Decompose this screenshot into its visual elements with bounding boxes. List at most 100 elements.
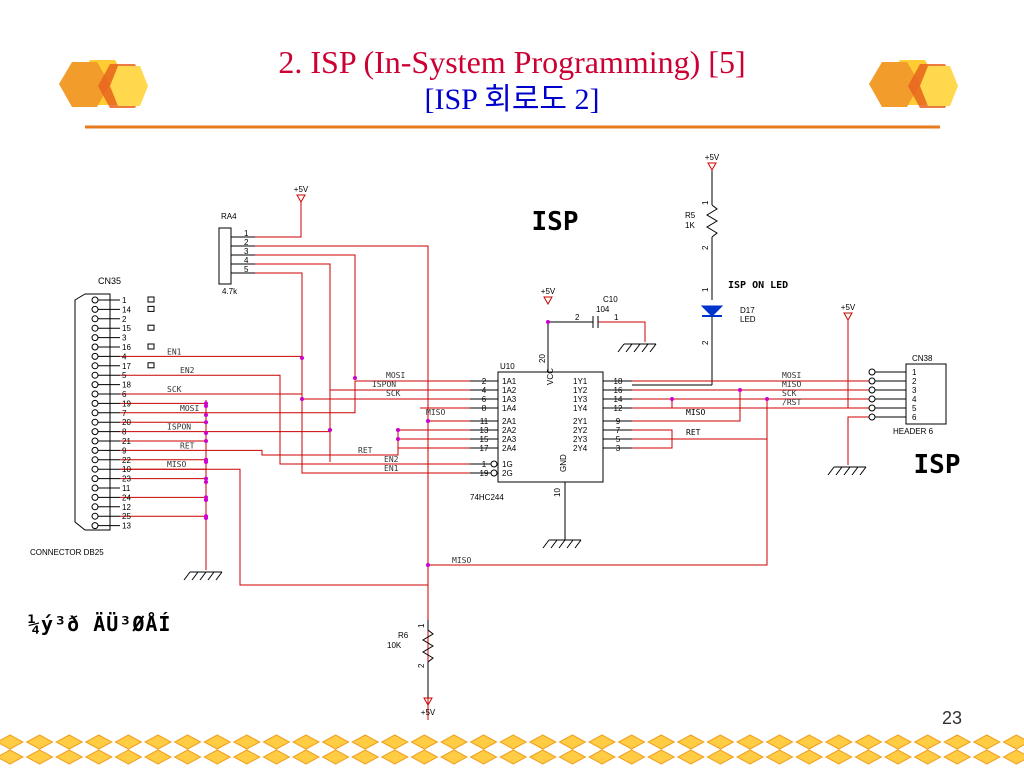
ra4-net4 bbox=[255, 272, 303, 468]
diamond-icon bbox=[0, 749, 25, 765]
diamond-icon bbox=[262, 749, 291, 765]
vcc-label: +5V bbox=[705, 153, 720, 162]
ground-hatch bbox=[843, 466, 851, 476]
diamond-icon bbox=[143, 749, 173, 765]
u10-right-pin-number: 18 bbox=[614, 377, 623, 386]
ra4-pin-number: 3 bbox=[244, 247, 249, 256]
route-en2 bbox=[206, 374, 470, 465]
hex-cube-left-icon bbox=[59, 60, 148, 108]
diamond-icon bbox=[291, 734, 321, 750]
u10-right-pin-name: 2Y3 bbox=[573, 435, 588, 444]
ground-hatch bbox=[574, 539, 582, 549]
db25-pin bbox=[91, 418, 99, 426]
u10-vcc-pin: 20 bbox=[538, 354, 547, 363]
db25-pin-number: 9 bbox=[122, 446, 127, 455]
diamond-icon bbox=[439, 734, 469, 750]
ground-hatch bbox=[558, 539, 566, 549]
u10-left-pin-number: 13 bbox=[480, 426, 489, 435]
junction-dot bbox=[396, 428, 400, 432]
diamond-icon bbox=[854, 749, 883, 765]
u10-left-pin-number: 2 bbox=[482, 377, 487, 386]
diamond-icon bbox=[795, 734, 824, 750]
db25-pin-number: 1 bbox=[122, 296, 127, 305]
u10-body bbox=[497, 371, 604, 483]
db25-pin-number: 15 bbox=[122, 324, 131, 333]
cn35-caption: CONNECTOR DB25 bbox=[30, 548, 104, 557]
r6-pin: 1 bbox=[417, 623, 426, 628]
db25-pin bbox=[91, 493, 99, 501]
junction-dot bbox=[328, 428, 332, 432]
ground-hatch bbox=[859, 466, 867, 476]
ground-hatch bbox=[835, 466, 843, 476]
db25-pin bbox=[91, 390, 99, 398]
u10-right-pin-name: 2Y2 bbox=[573, 426, 588, 435]
u10-right-pin-name: 1Y2 bbox=[573, 386, 588, 395]
u10-left-pin-name: 1A3 bbox=[502, 395, 517, 404]
u10-ref: U10 bbox=[500, 362, 515, 371]
db25-pin bbox=[91, 428, 99, 436]
diamond-icon bbox=[647, 749, 676, 765]
u10-net-label: MOSI bbox=[386, 371, 405, 380]
diamond-icon bbox=[647, 734, 676, 750]
bottom-miso-a bbox=[120, 468, 428, 586]
diamond-icon bbox=[469, 749, 498, 765]
diamond-icon bbox=[25, 749, 54, 765]
junction-dot bbox=[204, 420, 208, 425]
diamond-icon bbox=[439, 749, 469, 765]
u10-left-pin-name: 2A3 bbox=[502, 435, 517, 444]
diamond-icon bbox=[173, 734, 202, 750]
u10-net-label: EN1 bbox=[384, 464, 399, 473]
db25-pin-number: 14 bbox=[122, 305, 131, 314]
diamond-icon bbox=[617, 734, 646, 750]
u10-right-pin-number: 9 bbox=[616, 417, 621, 426]
u10-left-pin-name: 2A4 bbox=[502, 444, 517, 453]
footer-diamond-pattern bbox=[0, 734, 1024, 765]
diamond-icon bbox=[854, 734, 883, 750]
led-triangle-icon bbox=[700, 305, 724, 317]
header-pin bbox=[868, 413, 876, 421]
ra4-net2 bbox=[255, 254, 356, 380]
db25-pin bbox=[91, 315, 99, 323]
u10-net-label: RET bbox=[358, 446, 373, 455]
diamond-icon bbox=[469, 734, 498, 750]
cn38-body bbox=[905, 363, 947, 425]
vcc-label: +5V bbox=[294, 185, 309, 194]
db25-pin bbox=[91, 409, 99, 417]
cn38-pin-number: 1 bbox=[912, 368, 917, 377]
cn38-net-label: SCK bbox=[782, 389, 797, 398]
ground-hatch bbox=[191, 571, 199, 581]
resistor-zigzag-icon bbox=[706, 204, 718, 238]
cn38-pin-number: 4 bbox=[912, 395, 917, 404]
db25-net-label: MISO bbox=[167, 460, 186, 469]
diamond-icon bbox=[321, 749, 350, 765]
diamond-icon bbox=[972, 734, 1001, 750]
db25-net-label: EN2 bbox=[180, 366, 195, 375]
vcc-arrow-icon bbox=[707, 162, 717, 172]
db25-pin-number: 25 bbox=[122, 512, 131, 521]
junction-dot bbox=[204, 404, 208, 408]
net-label: MISO bbox=[686, 408, 705, 417]
diamond-icon bbox=[380, 749, 409, 765]
junction-dot bbox=[204, 413, 208, 417]
r5-value: 1K bbox=[685, 221, 695, 230]
r6-pin: 2 bbox=[417, 663, 426, 668]
garbled-caption: ¼ý³ð ÄÜ³ØÅÍ bbox=[28, 612, 172, 636]
vcc-label: +5V bbox=[421, 708, 436, 717]
diamond-icon bbox=[913, 734, 942, 750]
ground-hatch bbox=[215, 571, 223, 581]
diamond-icon bbox=[291, 749, 321, 765]
c10-pin: 1 bbox=[614, 313, 619, 322]
diamond-icon bbox=[232, 749, 261, 765]
db25-pin-number: 7 bbox=[122, 409, 127, 418]
u10-left-pin-number: 4 bbox=[482, 386, 487, 395]
db25-pin-number: 2 bbox=[122, 315, 127, 324]
ra4-net3 bbox=[255, 263, 331, 462]
junction-dot bbox=[300, 356, 304, 360]
parts-layer bbox=[74, 162, 947, 707]
diamond-icon bbox=[173, 749, 202, 765]
r6-value: 10K bbox=[387, 641, 402, 650]
cn38-gnd bbox=[847, 416, 869, 465]
cn38-pin-number: 3 bbox=[912, 386, 917, 395]
vcc-arrow-icon bbox=[423, 697, 433, 707]
